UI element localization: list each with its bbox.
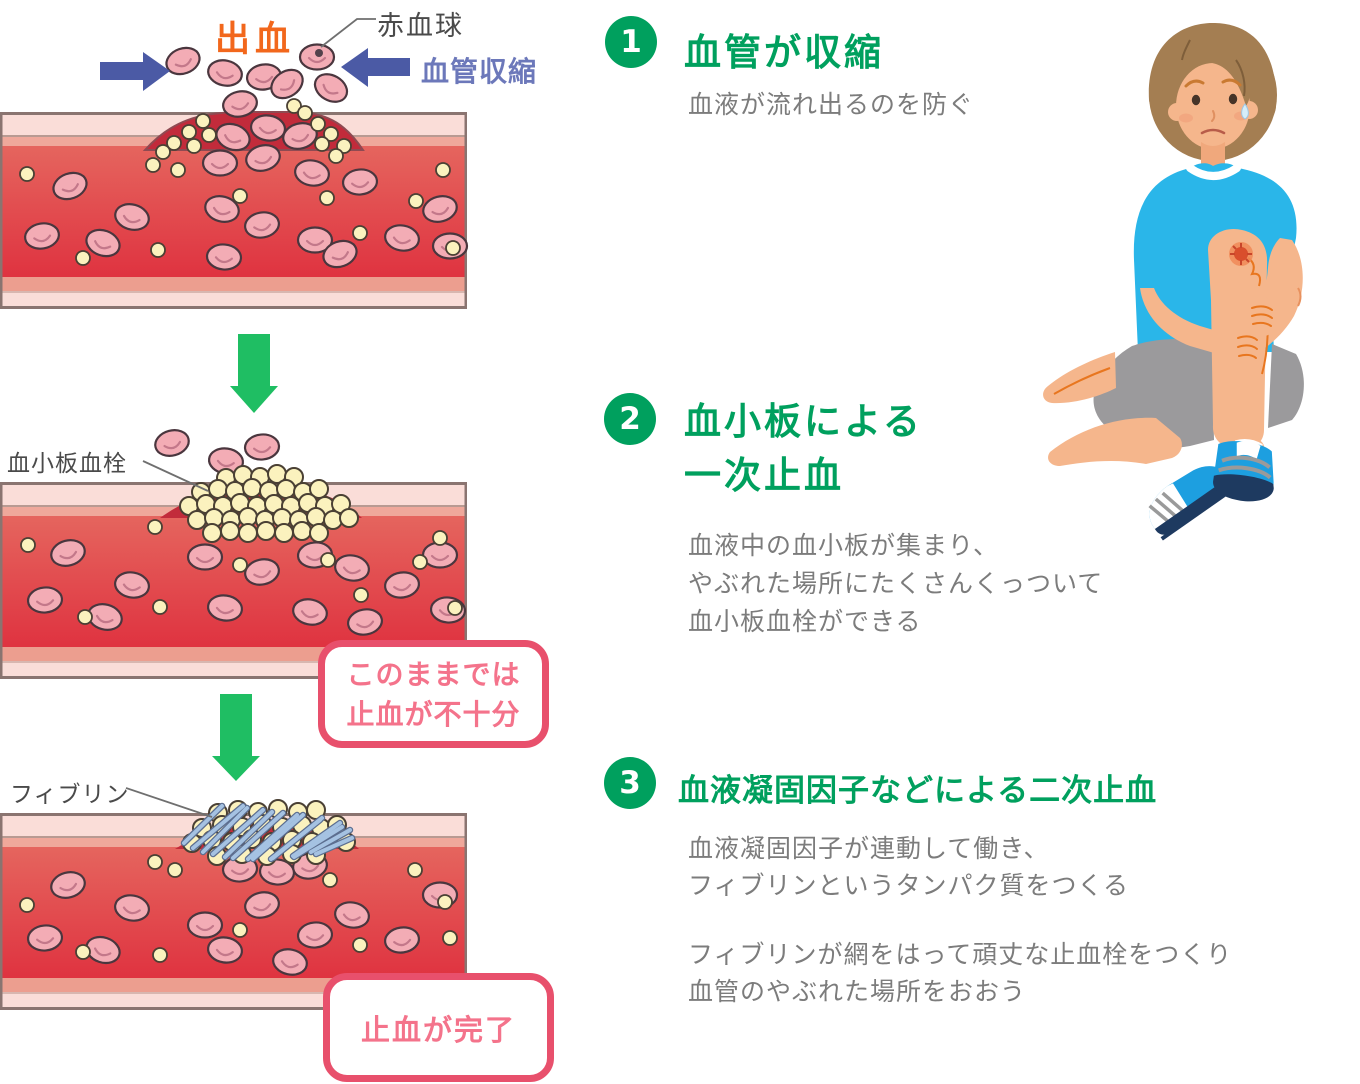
rbc-leader-line bbox=[320, 18, 376, 48]
body-line: 血液中の血小板が集まり、 bbox=[688, 531, 1000, 560]
down-arrow-1 bbox=[230, 334, 278, 413]
right-sneaker bbox=[1213, 436, 1274, 502]
step-number: 2 bbox=[619, 401, 641, 437]
body-line: やぶれた場所にたくさんくっついて bbox=[688, 569, 1104, 598]
insufficient-hemostasis-callout: このままでは 止血が不十分 bbox=[318, 640, 549, 748]
body-line: フィブリンというタンパク質をつくる bbox=[688, 871, 1130, 900]
step-2-number-badge: 2 bbox=[604, 393, 656, 445]
title-line: 一次止血 bbox=[684, 454, 844, 497]
fibrin-leader-line bbox=[125, 787, 213, 818]
step-3-number-badge: 3 bbox=[604, 757, 656, 809]
callout-line: 止血が完了 bbox=[360, 1012, 516, 1047]
step-3-description-paragraph-2: フィブリンが網をはって頑丈な止血栓をつくり 血管のやぶれた場所をおおう bbox=[688, 936, 1232, 1010]
escaping-red-blood-cells bbox=[161, 42, 354, 156]
fibrin-mesh bbox=[180, 802, 356, 863]
hands bbox=[1230, 297, 1278, 367]
step-1-number-badge: 1 bbox=[605, 16, 657, 68]
callout-line: このままでは bbox=[346, 658, 521, 691]
body-line: 血小板血栓ができる bbox=[688, 607, 922, 636]
blood-vessel-diagram: 出血 赤血球 血管収縮 bbox=[0, 11, 537, 1010]
body-line: フィブリンが網をはって頑丈な止血栓をつくり bbox=[688, 940, 1233, 969]
vessel-stage-3-fibrin-clot: フィブリン bbox=[0, 782, 467, 1010]
boy-head bbox=[1148, 22, 1277, 168]
step-1-description: 血液が流れ出るのを防ぐ bbox=[688, 86, 974, 124]
title-line: 血液凝固因子などによる二次止血 bbox=[678, 773, 1158, 809]
red-blood-cell-label: 赤血球 bbox=[377, 11, 464, 42]
step-1-title: 血管が収縮 bbox=[684, 22, 884, 76]
step-2-title: 血小板による 一次止血 bbox=[684, 395, 923, 503]
boy-body bbox=[1043, 163, 1304, 541]
left-sneaker bbox=[1148, 466, 1237, 541]
title-line: 血小板による bbox=[684, 400, 923, 443]
vessel-stage-2-platelet-plug: 血小板血栓 bbox=[0, 425, 468, 679]
knee-scrape bbox=[1229, 242, 1253, 266]
platelet-plug-leader-line bbox=[142, 460, 209, 492]
title-line: 血管が収縮 bbox=[684, 31, 884, 74]
hemostasis-complete-callout: 止血が完了 bbox=[323, 973, 554, 1082]
platelet-plug-label: 血小板血栓 bbox=[7, 451, 127, 477]
vasoconstriction-arrows bbox=[100, 48, 410, 91]
vessel-stage-1-constriction: 出血 赤血球 血管収縮 bbox=[0, 11, 537, 309]
body-line: 血液凝固因子が連動して働き、 bbox=[688, 834, 1050, 863]
body-line: 血液が流れ出るのを防ぐ bbox=[688, 90, 975, 119]
injured-boy-illustration bbox=[1043, 22, 1304, 541]
callout-line: 止血が不十分 bbox=[346, 698, 521, 731]
body-line: 血管のやぶれた場所をおおう bbox=[688, 977, 1027, 1006]
step-3-title: 血液凝固因子などによる二次止血 bbox=[678, 765, 1157, 810]
bleeding-label: 出血 bbox=[215, 20, 295, 60]
step-number: 3 bbox=[619, 765, 641, 801]
fibrin-label: フィブリン bbox=[10, 782, 130, 808]
step-number: 1 bbox=[620, 24, 642, 60]
down-arrow-2 bbox=[212, 694, 260, 781]
step-2-description: 血液中の血小板が集まり、 やぶれた場所にたくさんくっついて 血小板血栓ができる bbox=[688, 527, 1103, 641]
step-3-description-paragraph-1: 血液凝固因子が連動して働き、 フィブリンというタンパク質をつくる bbox=[688, 830, 1129, 904]
vasoconstriction-label: 血管収縮 bbox=[421, 55, 537, 88]
